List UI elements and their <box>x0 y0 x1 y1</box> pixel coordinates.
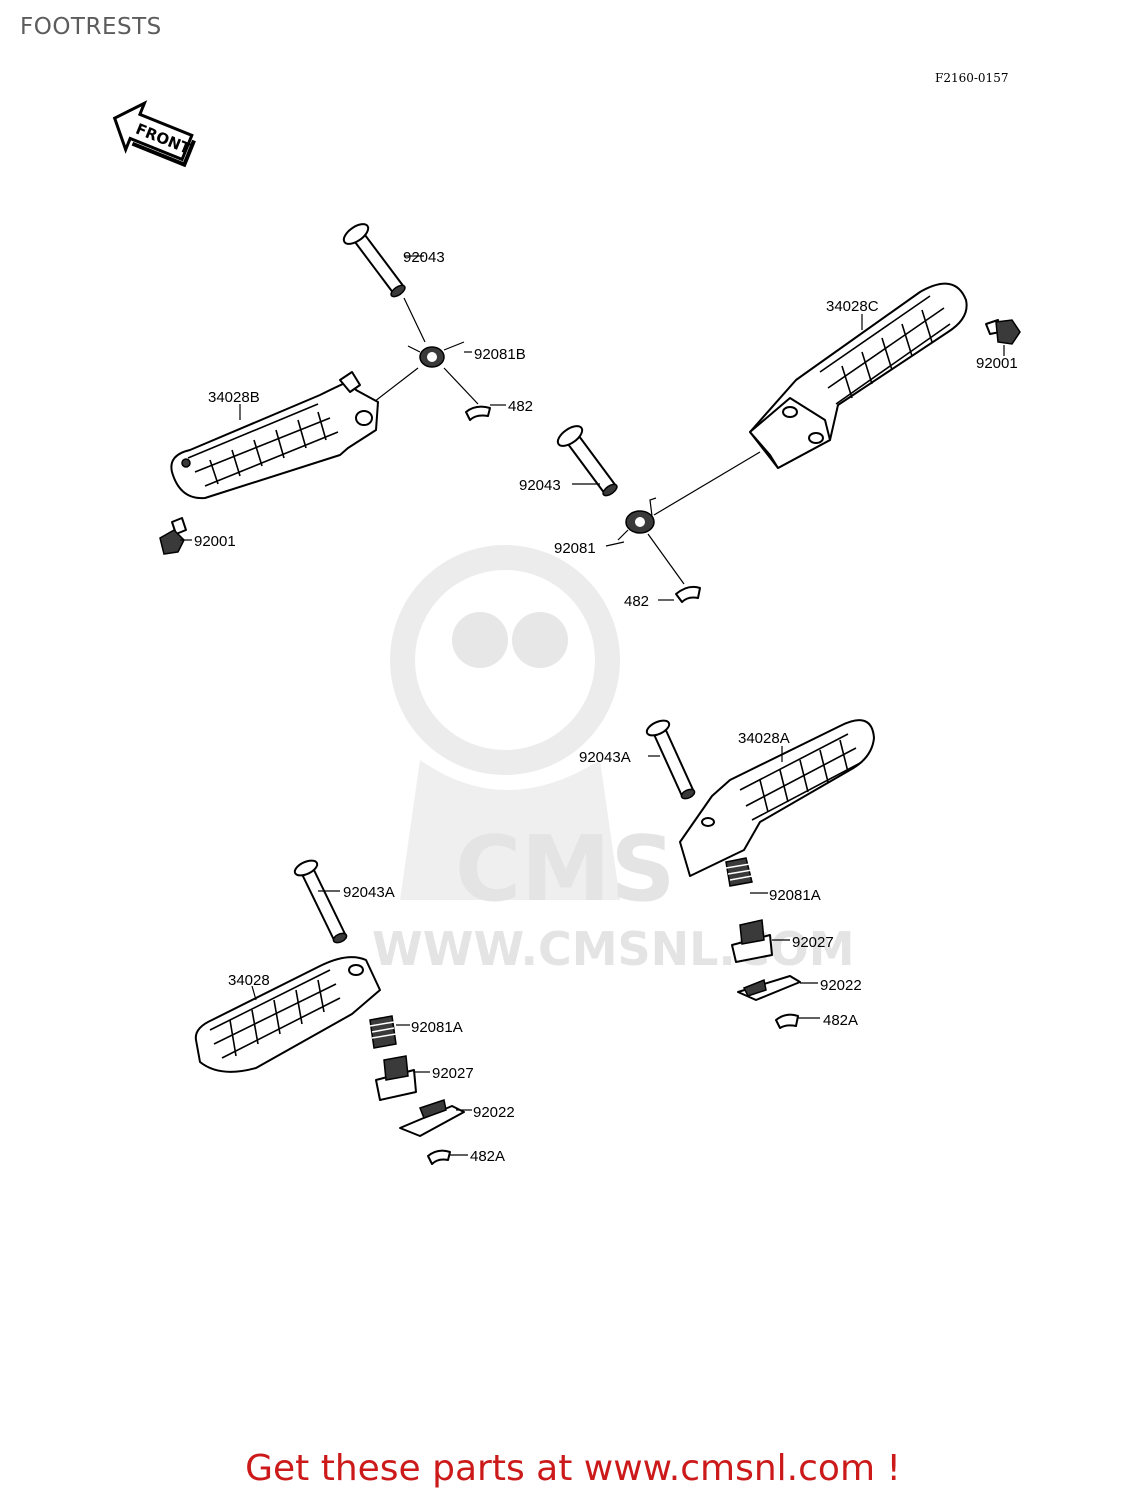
front-right-holder <box>731 919 773 963</box>
exploded-parts-diagram: CMS WWW.CMSNL.COM F2160-0157 FRONT <box>112 71 1021 1165</box>
callout-front-left-holder[interactable]: 92027 <box>432 1065 474 1082</box>
callout-front-right-pin[interactable]: 92043A <box>579 749 631 766</box>
callout-front-right-spring[interactable]: 92081A <box>769 887 821 904</box>
rear-left-bolt <box>159 517 187 555</box>
front-right-spring <box>725 857 753 887</box>
callout-front-left-spring[interactable]: 92081A <box>411 1019 463 1036</box>
front-right-peg <box>679 719 875 877</box>
callout-rear-left-pin[interactable]: 92043 <box>403 249 445 266</box>
front-left-holder <box>375 1055 417 1101</box>
callout-front-left-clip[interactable]: 482A <box>470 1148 505 1165</box>
callout-front-left-peg[interactable]: 34028 <box>228 972 270 989</box>
callout-front-right-clip[interactable]: 482A <box>823 1012 858 1029</box>
callout-rear-left-spring[interactable]: 92081B <box>474 346 526 363</box>
callout-rear-right-spring[interactable]: 92081 <box>554 540 596 557</box>
front-right-clip <box>775 1013 799 1029</box>
callout-rear-right-bolt[interactable]: 92001 <box>976 355 1018 372</box>
rear-left-peg <box>170 371 379 500</box>
callout-front-right-plate[interactable]: 92022 <box>820 977 862 994</box>
callout-rear-right-peg[interactable]: 34028C <box>826 298 879 315</box>
front-left-clip <box>427 1149 451 1165</box>
front-left-plate <box>399 1099 465 1137</box>
rear-left-pin <box>342 223 406 298</box>
watermark-logo: CMS <box>455 817 675 922</box>
diagram-code: F2160-0157 <box>935 71 1008 85</box>
get-parts-link[interactable]: Get these parts at www.cmsnl.com ! <box>245 1448 901 1489</box>
front-right-plate <box>737 975 801 1001</box>
callout-front-left-pin[interactable]: 92043A <box>343 884 395 901</box>
watermark-url: WWW.CMSNL.COM <box>372 922 855 976</box>
rear-right-bolt <box>985 319 1021 345</box>
rear-left-spring <box>407 341 465 368</box>
callout-front-left-plate[interactable]: 92022 <box>473 1104 515 1121</box>
cmsnl-watermark: CMS WWW.CMSNL.COM <box>372 545 855 976</box>
rear-right-peg <box>749 282 968 469</box>
page-title: FOOTRESTS <box>20 14 162 40</box>
callout-rear-right-pin[interactable]: 92043 <box>519 477 561 494</box>
callout-rear-left-bolt[interactable]: 92001 <box>194 533 236 550</box>
front-direction-arrow: FRONT <box>112 100 196 168</box>
rear-right-spring <box>617 497 657 541</box>
rear-right-clip <box>675 585 701 603</box>
callout-front-right-holder[interactable]: 92027 <box>792 934 834 951</box>
callout-rear-left-peg[interactable]: 34028B <box>208 389 260 406</box>
front-left-spring <box>369 1015 397 1049</box>
callout-front-right-peg[interactable]: 34028A <box>738 730 790 747</box>
callout-rear-left-clip[interactable]: 482 <box>508 398 533 415</box>
callout-rear-right-clip[interactable]: 482 <box>624 593 649 610</box>
front-left-peg <box>194 956 381 1073</box>
front-left-pin <box>293 859 348 944</box>
rear-left-clip <box>465 405 491 421</box>
rear-right-pin <box>556 425 618 497</box>
front-right-pin <box>645 719 696 800</box>
